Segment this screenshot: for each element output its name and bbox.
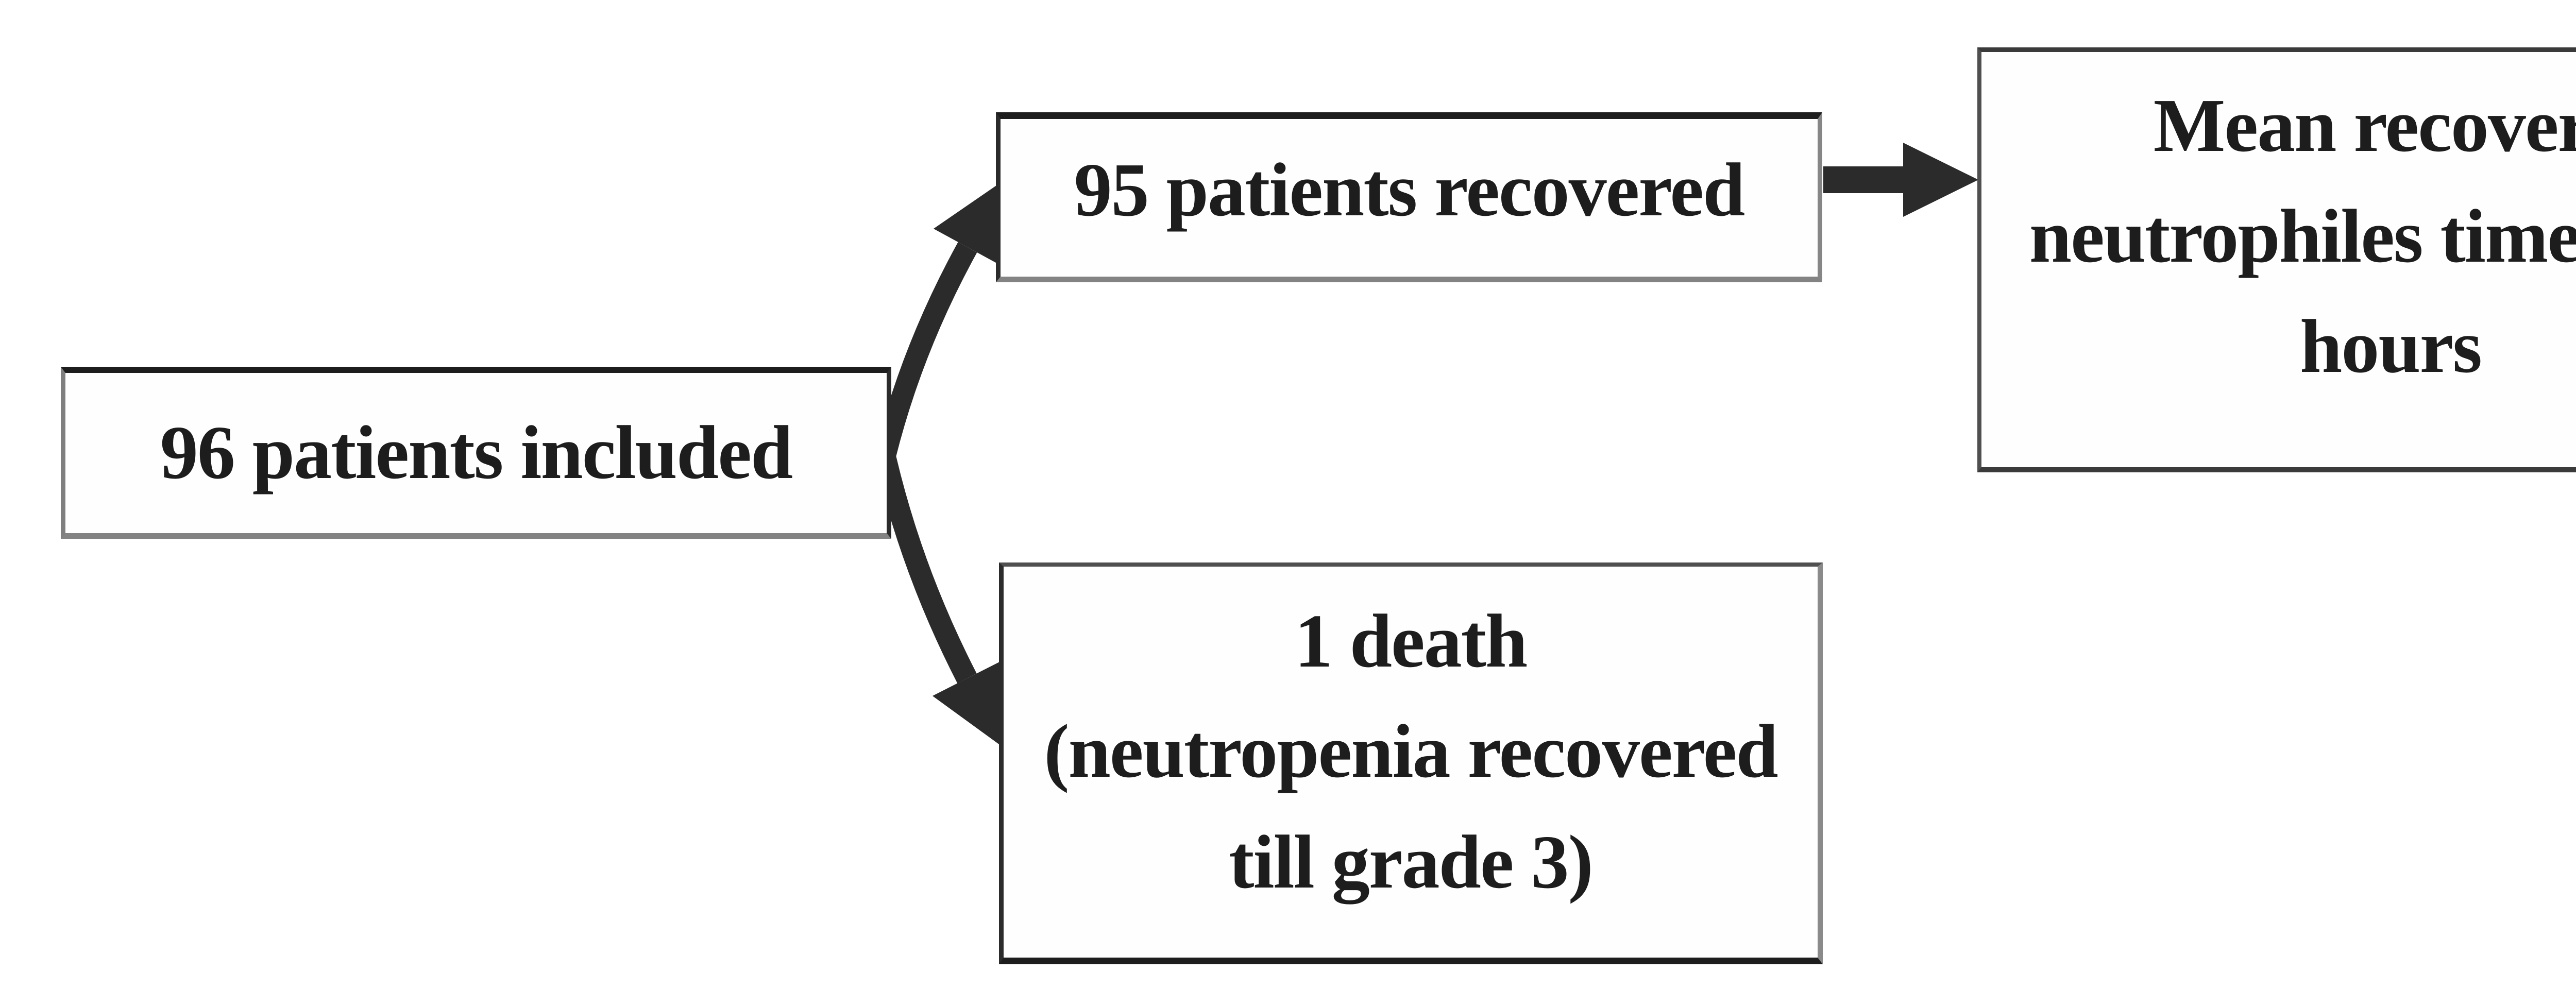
node-1-death: 1 death (neutropenia recovered till grad… xyxy=(999,562,1823,964)
node-96-patients-included: 96 patients included xyxy=(61,367,891,539)
node-label-line: Mean recovery xyxy=(2153,83,2576,168)
node-label-line: 1 death xyxy=(1294,599,1528,684)
node-label-line: till grade 3) xyxy=(1229,820,1594,905)
arrow-included-to-death xyxy=(873,450,1003,747)
node-mean-recovery-time: Mean recovery neutrophiles time: 25.5 ho… xyxy=(1977,47,2576,472)
arrow-recovered-to-mean-recovery xyxy=(1823,143,1978,217)
node-label-line: (neutropenia recovered xyxy=(1044,709,1778,794)
node-label-line: hours xyxy=(2300,304,2482,389)
node-label-line: neutrophiles time: 25.5 xyxy=(2029,194,2576,279)
node-label: 95 patients recovered xyxy=(1074,147,1745,232)
arrow-included-to-recovered xyxy=(872,180,1005,469)
node-label: 96 patients included xyxy=(160,411,793,496)
node-95-patients-recovered: 95 patients recovered xyxy=(996,112,1822,282)
